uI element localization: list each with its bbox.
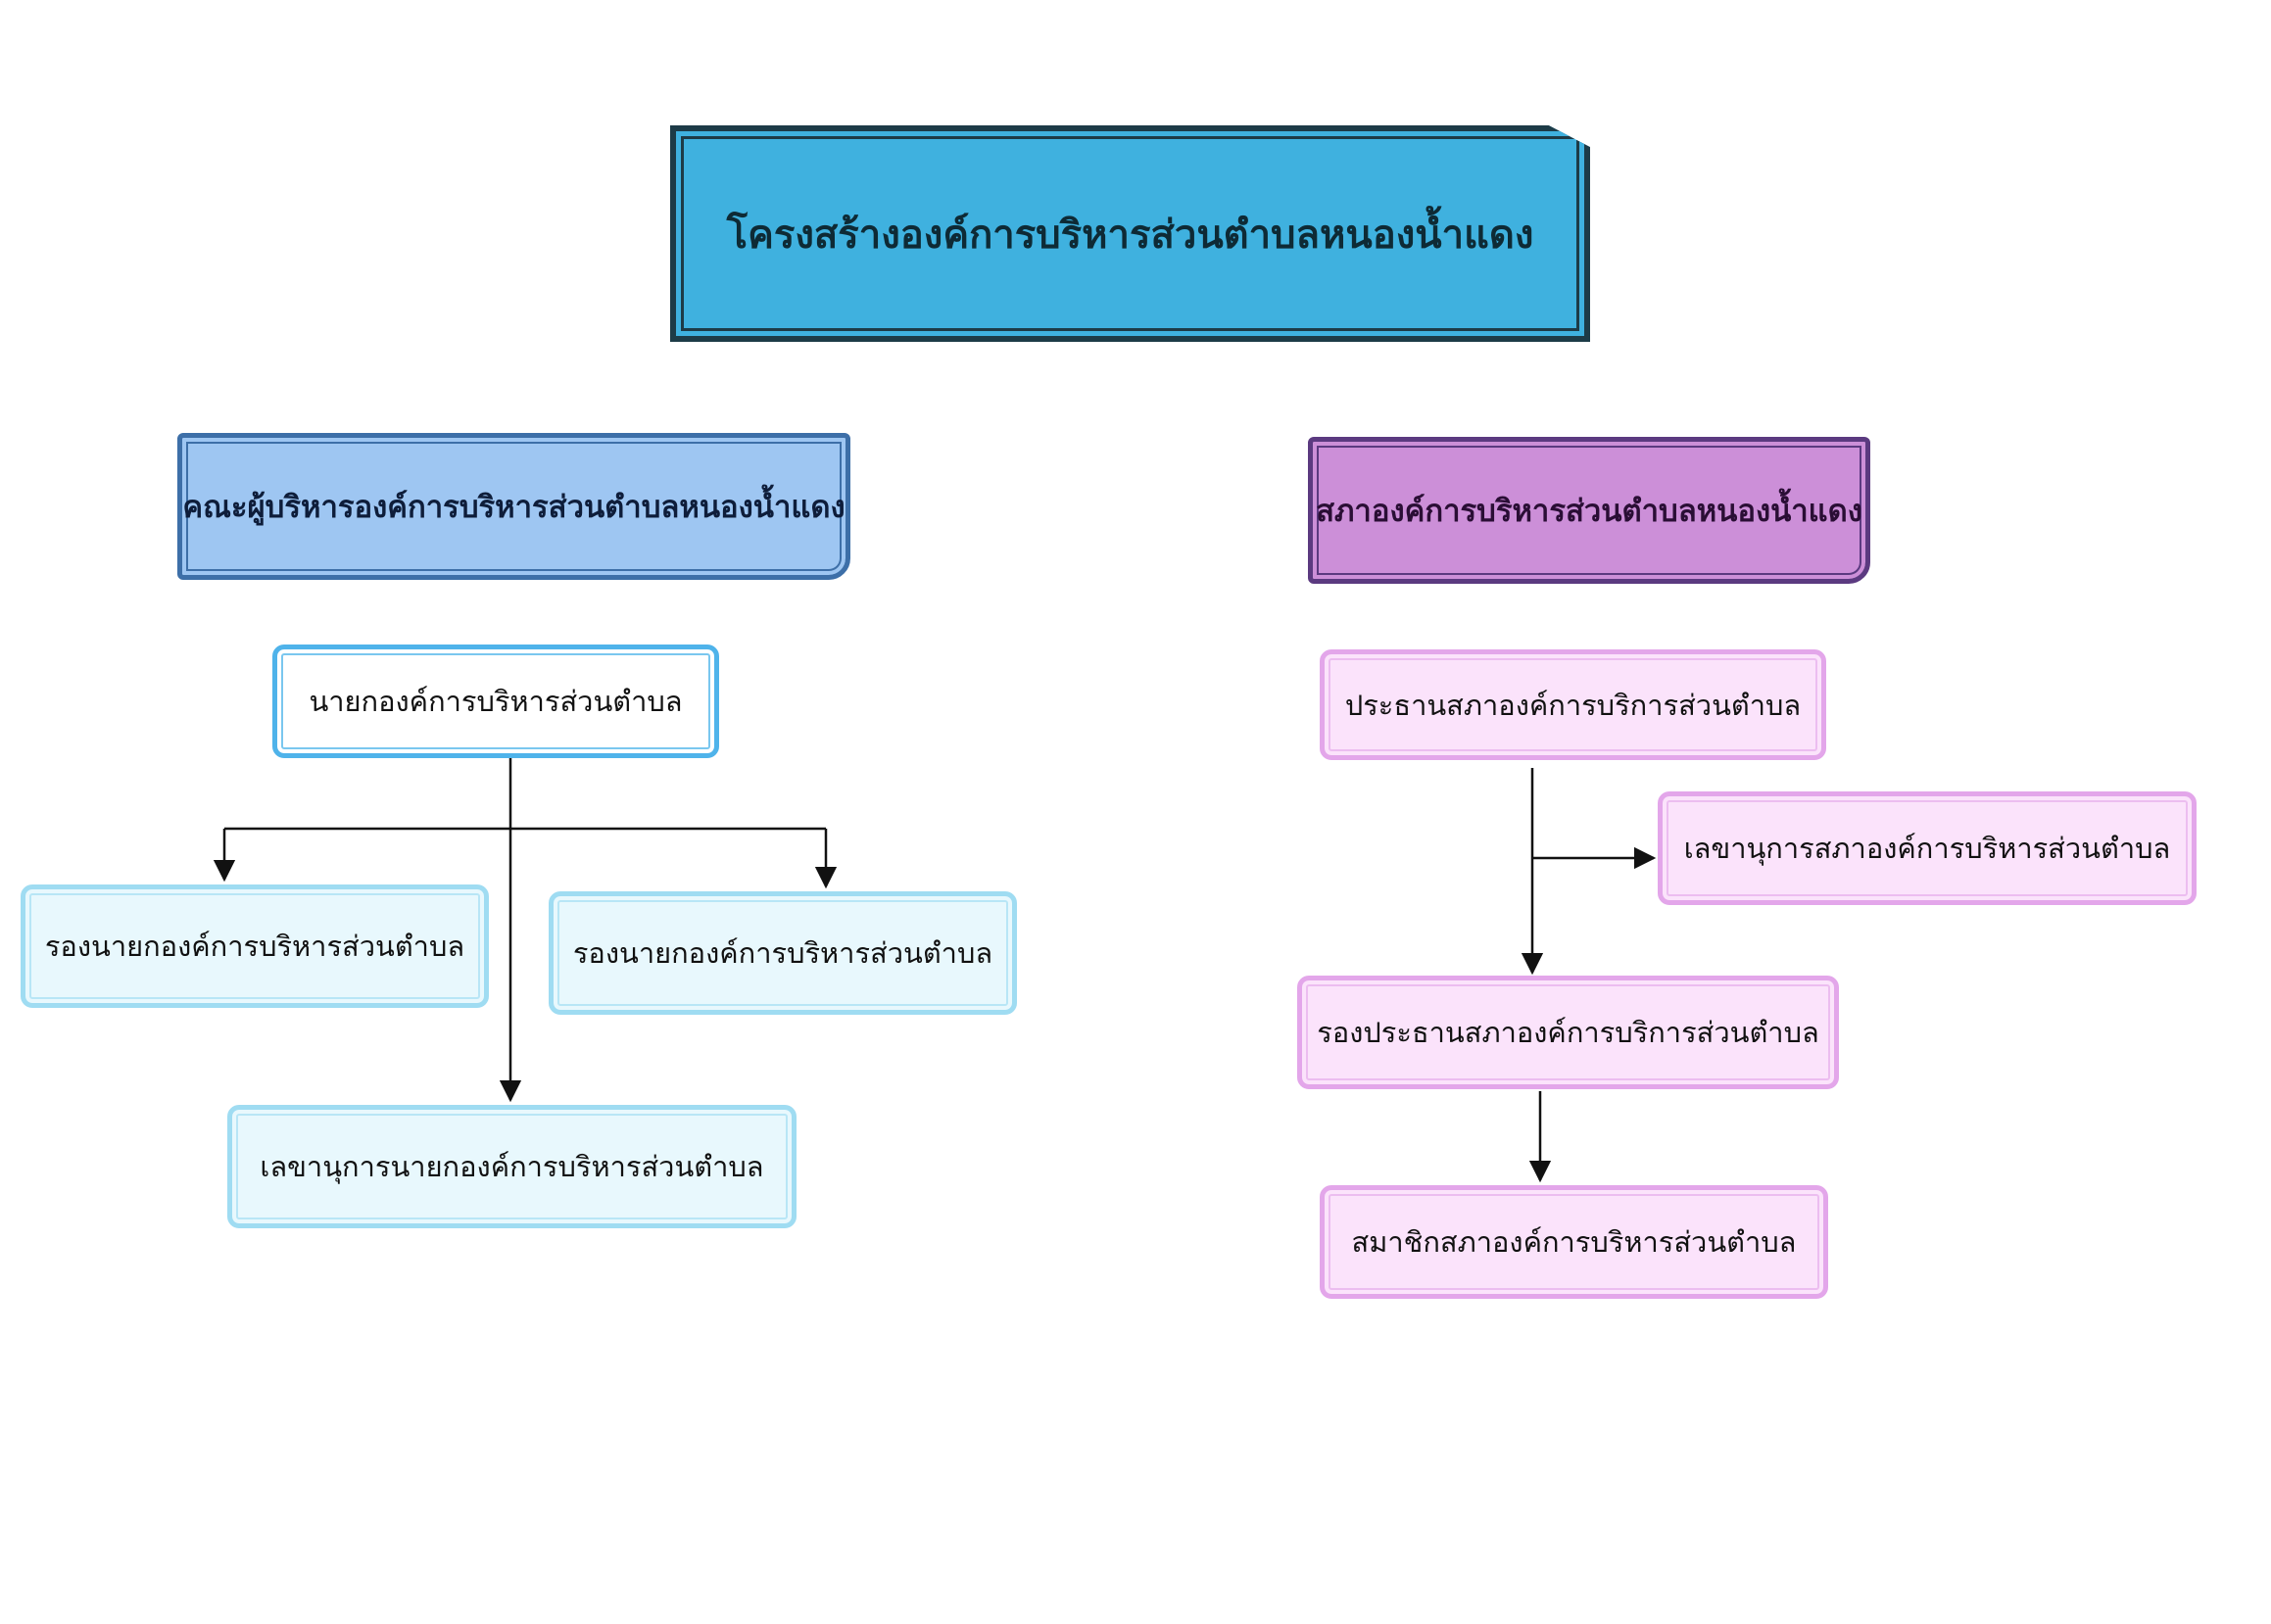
deputy-mayor-1-label: รองนายกองค์การบริหารส่วนตำบล bbox=[44, 930, 465, 963]
deputy-mayor-2-label: รองนายกองค์การบริหารส่วนตำบล bbox=[572, 936, 993, 970]
node-deputy-mayor-1: รองนายกองค์การบริหารส่วนตำบล bbox=[21, 884, 489, 1008]
node-mayor: นายกองค์การบริหารส่วนตำบล bbox=[272, 645, 719, 758]
mayor-secretary-label: เลขานุการนายกองค์การบริหารส่วนตำบล bbox=[260, 1150, 764, 1183]
executive-board-label: คณะผู้บริหารองค์การบริหารส่วนตำบลหนองน้ำ… bbox=[182, 490, 846, 525]
node-council-members: สมาชิกสภาองค์การบริหารส่วนตำบล bbox=[1320, 1185, 1828, 1299]
council-label: สภาองค์การบริหารส่วนตำบลหนองน้ำแดง bbox=[1316, 494, 1862, 529]
council-header: สภาองค์การบริหารส่วนตำบลหนองน้ำแดง bbox=[1308, 437, 1870, 584]
title-text: โครงสร้างองค์การบริหารส่วนตำบลหนองน้ำแดง bbox=[726, 212, 1534, 258]
node-council-vice-president: รองประธานสภาองค์การบริการส่วนตำบล bbox=[1297, 976, 1839, 1089]
org-chart-title: โครงสร้างองค์การบริหารส่วนตำบลหนองน้ำแดง bbox=[670, 125, 1590, 342]
node-deputy-mayor-2: รองนายกองค์การบริหารส่วนตำบล bbox=[549, 891, 1017, 1015]
council-members-label: สมาชิกสภาองค์การบริหารส่วนตำบล bbox=[1351, 1225, 1797, 1259]
node-mayor-secretary: เลขานุการนายกองค์การบริหารส่วนตำบล bbox=[227, 1105, 797, 1228]
council-vice-president-label: รองประธานสภาองค์การบริการส่วนตำบล bbox=[1317, 1016, 1819, 1049]
node-council-president: ประธานสภาองค์การบริการส่วนตำบล bbox=[1320, 649, 1826, 760]
executive-board-header: คณะผู้บริหารองค์การบริหารส่วนตำบลหนองน้ำ… bbox=[177, 433, 850, 580]
council-secretary-label: เลขานุการสภาองค์การบริหารส่วนตำบล bbox=[1683, 832, 2171, 865]
node-council-secretary: เลขานุการสภาองค์การบริหารส่วนตำบล bbox=[1658, 791, 2197, 905]
mayor-label: นายกองค์การบริหารส่วนตำบล bbox=[309, 685, 683, 718]
council-president-label: ประธานสภาองค์การบริการส่วนตำบล bbox=[1344, 688, 1802, 722]
